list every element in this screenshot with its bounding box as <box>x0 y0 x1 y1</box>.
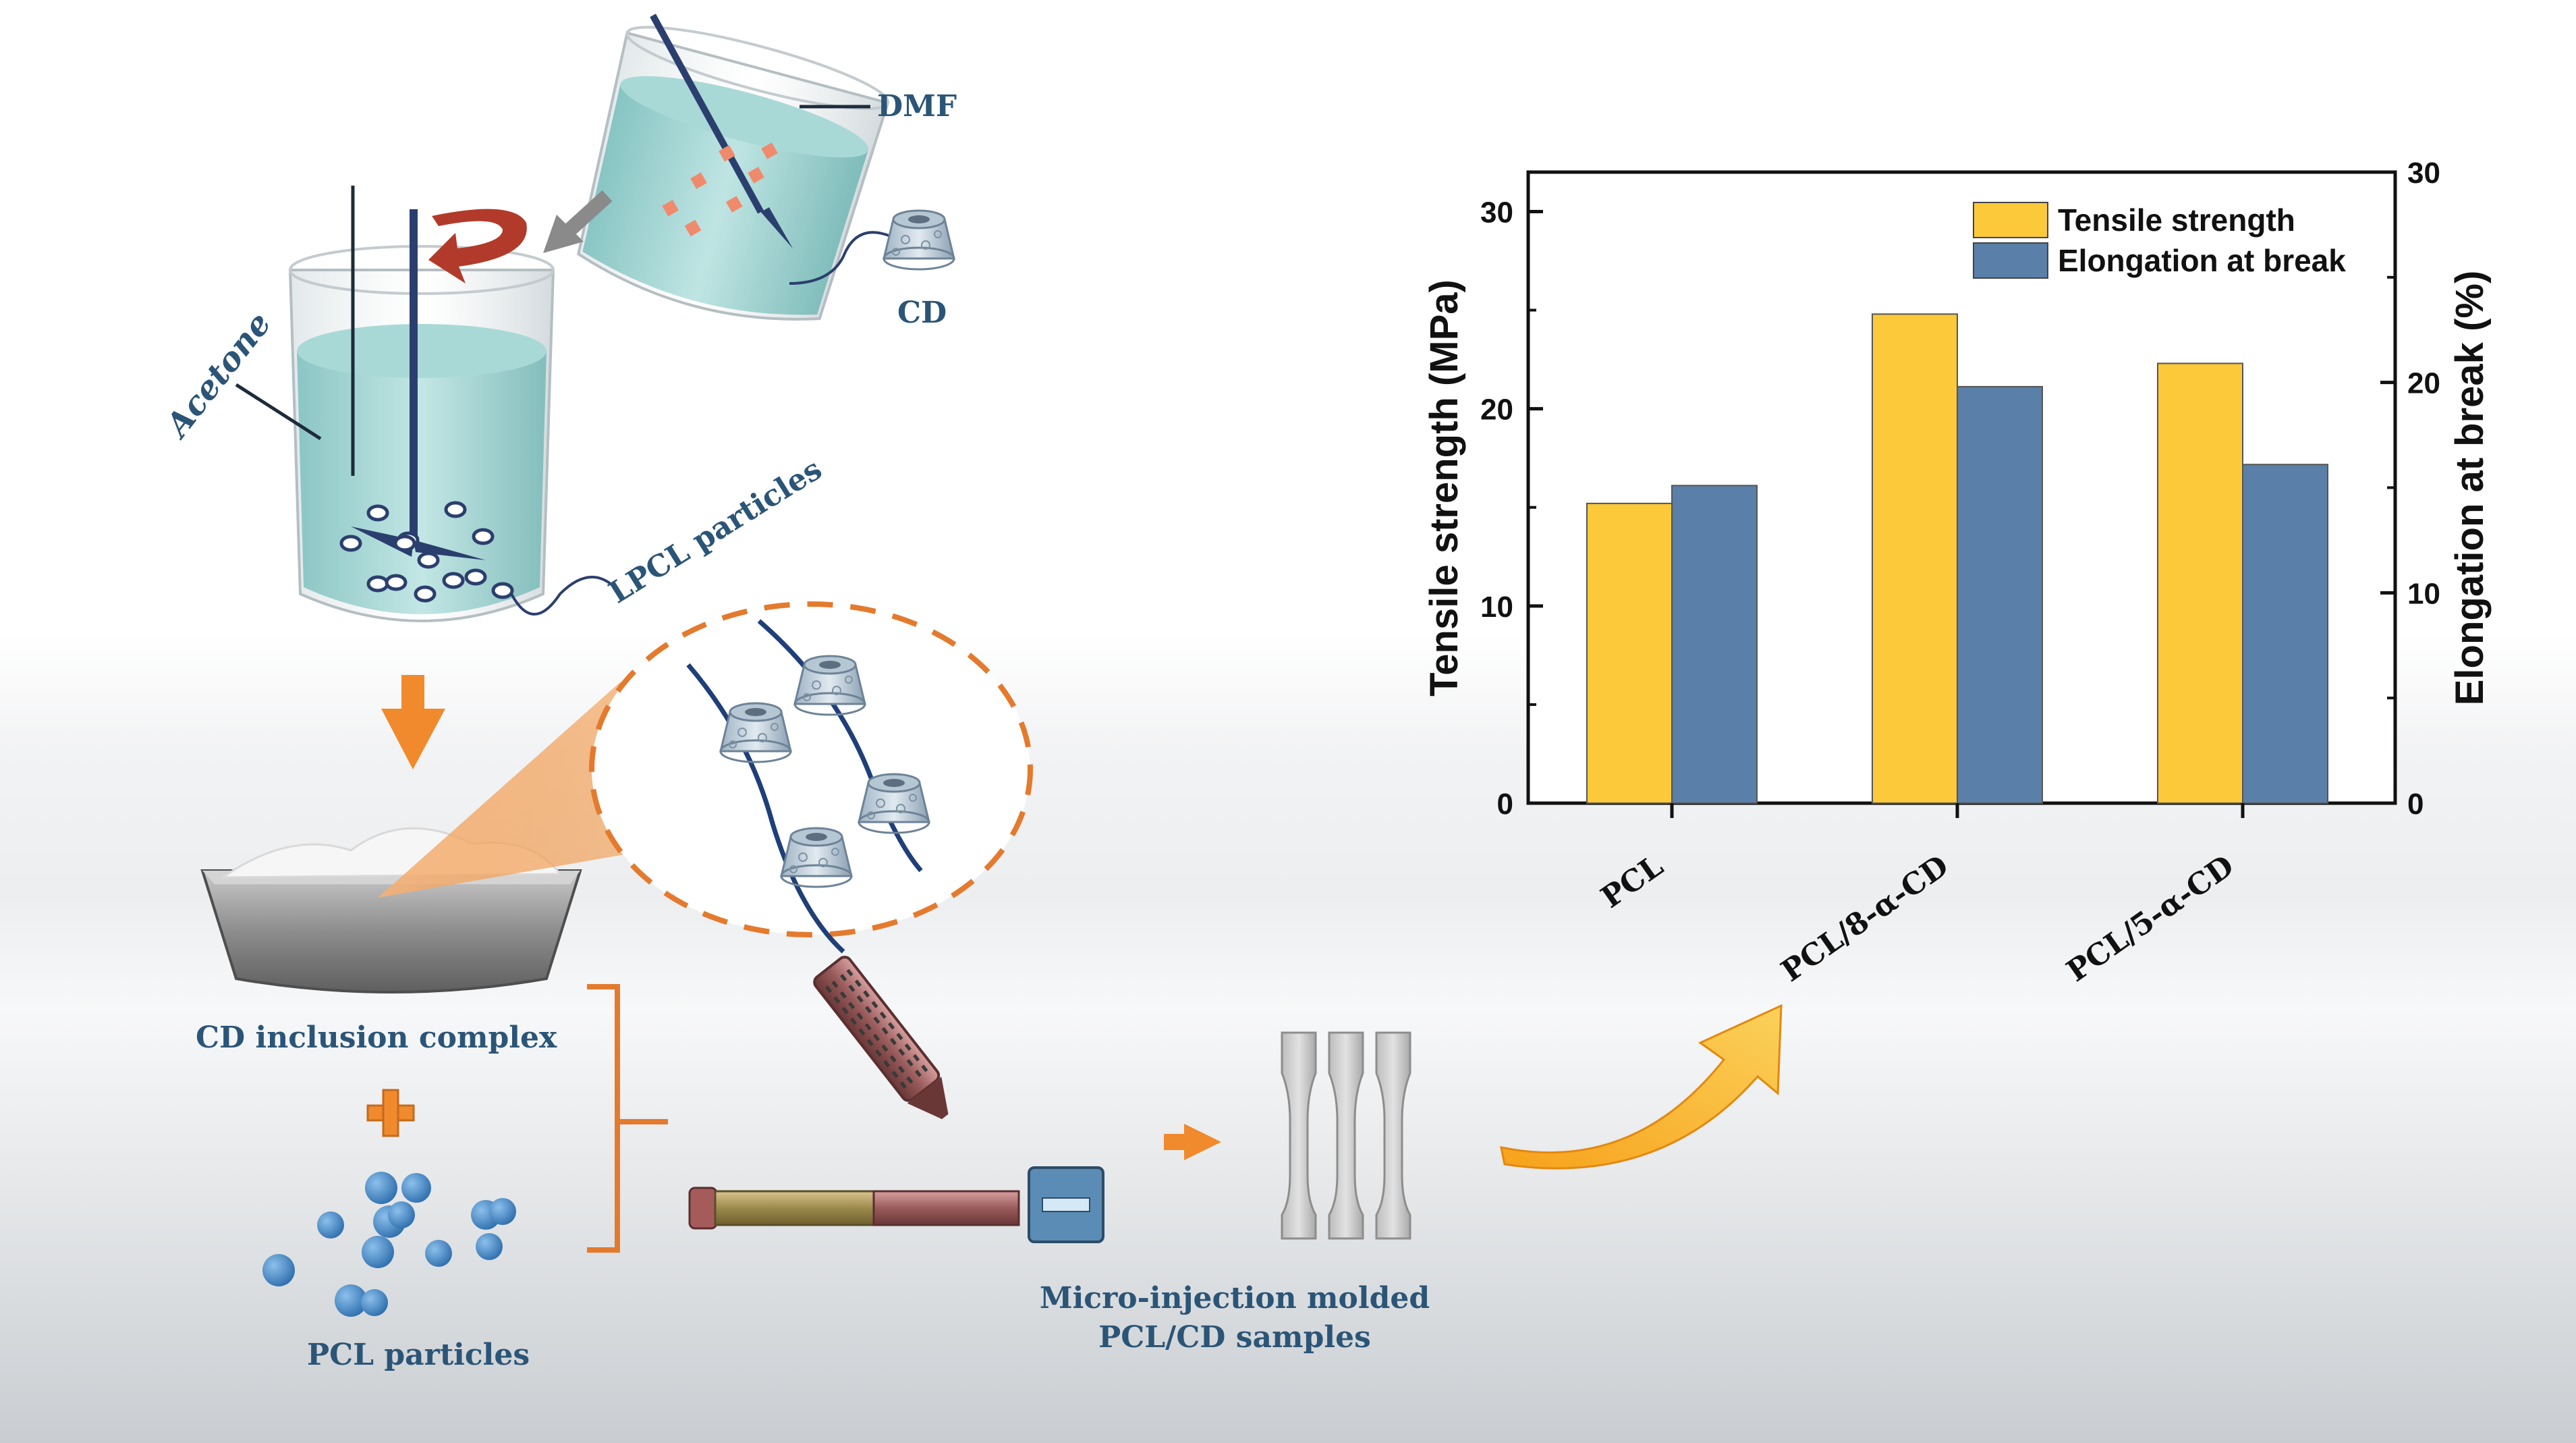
acetone-label-leader <box>235 383 322 441</box>
lpcl-particle-icons <box>339 501 622 616</box>
bar-tensile-strength <box>1872 313 1958 804</box>
left-tick-label: 30 <box>1480 196 1513 229</box>
bracket <box>587 984 668 1253</box>
zoom-cone <box>378 682 648 898</box>
micro-injection-label-line1: Micro-injection molded <box>1040 1281 1430 1315</box>
inclusion-complex-zoom <box>589 601 1033 954</box>
pcl-particles-icon <box>262 1172 516 1317</box>
dmf-beaker <box>577 13 890 321</box>
legend-swatch-elongation <box>1973 242 2048 279</box>
y-axis-label-left: Tensile strength (MPa) <box>1422 279 1466 697</box>
dogbone-specimens-icon <box>1281 1031 1411 1240</box>
lpcl-particles-label: LPCL particles <box>603 452 828 611</box>
right-tick-label: 20 <box>2407 367 2440 400</box>
micro-injection-label-line2: PCL/CD samples <box>1098 1320 1371 1355</box>
right-tick-label: 0 <box>2407 788 2424 821</box>
curved-arrow-icon <box>1500 1004 1783 1170</box>
bars <box>1586 313 2328 818</box>
left-tick-label: 20 <box>1480 393 1513 427</box>
bar-tensile-strength <box>1586 502 1673 804</box>
category-label: PCL/5-α-CD <box>2061 848 2240 989</box>
left-tick-label: 0 <box>1497 788 1513 821</box>
y-axis-label-right: Elongation at break (%) <box>2448 271 2492 706</box>
legend-label-elongation: Elongation at break <box>2058 243 2346 278</box>
category-labels: PCL PCL/8-α-CD PCL/5-α-CD <box>1595 848 2240 989</box>
cd-inclusion-complex-label: CD inclusion complex <box>196 1020 557 1055</box>
dmf-label: DMF <box>877 89 957 124</box>
category-label: PCL/8-α-CD <box>1775 848 1955 989</box>
category-label: PCL <box>1595 848 1669 915</box>
small-arrow-icon <box>1164 1124 1221 1160</box>
down-arrow-icon <box>381 675 445 769</box>
legend-swatch-tensile <box>1973 202 2048 238</box>
injection-machine-icon <box>688 956 1104 1243</box>
grey-arrow-icon <box>543 190 613 253</box>
bar-elongation-at-break <box>1671 485 1758 805</box>
legend-label-tensile: Tensile strength <box>2058 202 2295 238</box>
pcl-particles-label: PCL particles <box>307 1338 530 1372</box>
bar-elongation-at-break <box>2242 464 2328 804</box>
right-tick-label: 30 <box>2407 157 2440 190</box>
right-tick-label: 10 <box>2407 577 2440 610</box>
cd-molecule-icon <box>883 209 955 271</box>
plus-icon <box>366 1089 415 1137</box>
left-axis: 0 10 20 30 <box>1480 196 1543 821</box>
rotation-arrow-icon <box>428 209 527 283</box>
legend: Tensile strength Elongation at break <box>1973 202 2346 279</box>
right-axis: 0 10 20 30 <box>2380 157 2440 821</box>
acetone-label: Acetone <box>157 305 279 445</box>
bar-tensile-strength <box>2157 362 2243 804</box>
left-tick-label: 10 <box>1480 591 1513 624</box>
cd-label: CD <box>897 296 947 330</box>
cd-thread <box>789 231 891 285</box>
bar-elongation-at-break <box>1957 385 2043 804</box>
